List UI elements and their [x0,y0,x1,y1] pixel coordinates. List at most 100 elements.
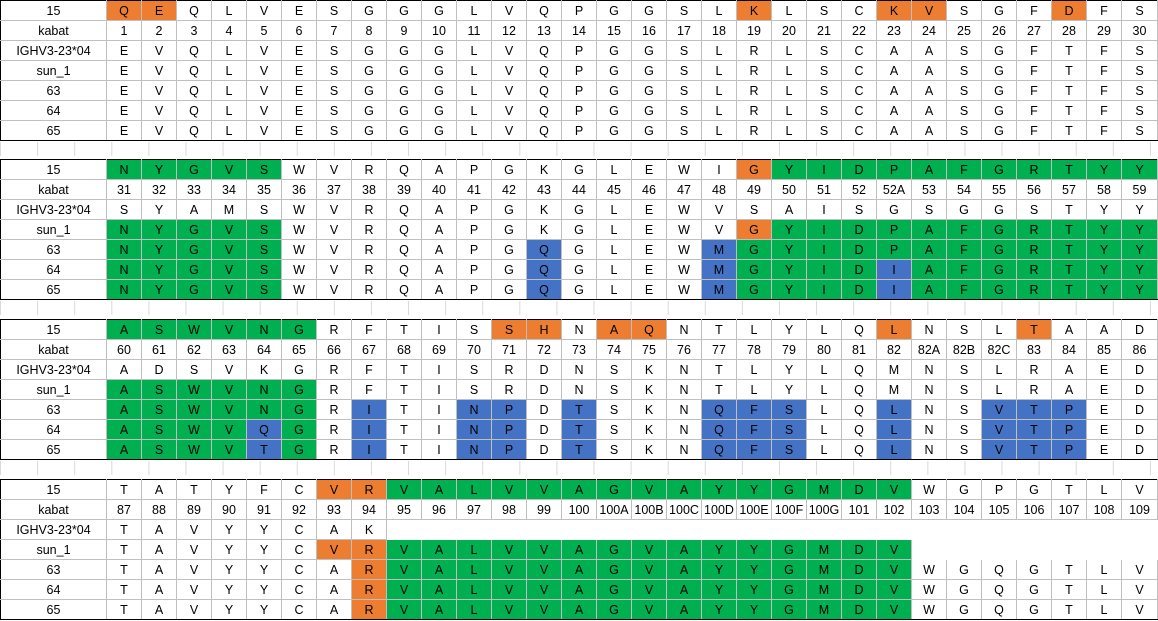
kabat-position-cell: 100D [701,499,737,520]
residue-cell: Y [736,579,772,600]
residue-cell: F [946,259,982,280]
kabat-position-cell: 95 [386,499,422,520]
residue-cell: V [211,259,247,280]
kabat-position-cell: 10 [421,20,457,41]
residue-cell: G [981,100,1017,121]
residue-cell: R [351,159,387,180]
kabat-position-cell: 106 [1016,499,1052,520]
residue-cell: F [1086,40,1122,61]
residue-cell: L [211,40,247,61]
kabat-position-cell: 49 [736,179,772,200]
residue-cell: E [106,120,142,141]
residue-cell: G [596,100,632,121]
kabat-position-cell: 44 [561,179,597,200]
residue-cell: S [1121,40,1158,61]
residue-cell: Q [176,60,212,81]
residue-cell: W [911,599,947,620]
residue-cell [526,519,562,540]
residue-cell: W [281,279,317,300]
residue-cell: V [526,479,562,500]
residue-cell: A [421,199,457,220]
residue-cell: K [631,379,667,400]
residue-cell: G [386,40,422,61]
residue-cell: S [806,60,842,81]
residue-cell: S [456,359,492,380]
residue-cell: G [771,539,807,560]
kabat-position-cell: 51 [806,179,842,200]
kabat-position-cell: 20 [771,20,807,41]
residue-cell: Q [386,219,422,240]
residue-cell: F [1016,40,1052,61]
residue-cell: T [386,319,422,340]
kabat-position-cell: 62 [176,339,212,360]
residue-cell: G [281,319,317,340]
residue-cell: I [806,259,842,280]
residue-cell: G [351,40,387,61]
residue-cell: S [806,40,842,61]
residue-cell: Q [981,559,1017,580]
row-label: 15 [0,319,107,340]
kabat-position-cell: 16 [631,20,667,41]
residue-cell: Q [981,579,1017,600]
residue-cell: C [841,120,877,141]
kabat-position-cell: 43 [526,179,562,200]
residue-cell: T [176,479,212,500]
kabat-position-cell: 102 [876,499,912,520]
kabat-position-cell: 46 [631,179,667,200]
residue-cell: Y [246,559,282,580]
row-label: 65 [0,599,107,620]
residue-cell: L [211,120,247,141]
residue-cell: Q [526,60,562,81]
residue-cell: T [561,439,597,460]
residue-cell: Y [1121,239,1158,260]
residue-cell: S [806,80,842,101]
residue-cell: A [316,579,352,600]
residue-cell: V [701,219,737,240]
residue-cell: Q [841,399,877,420]
residue-cell: E [281,60,317,81]
residue-cell: P [491,399,527,420]
residue-cell: Y [1121,279,1158,300]
residue-cell: A [106,399,142,420]
kabat-position-cell: 100G [806,499,842,520]
kabat-position-cell: 100E [736,499,772,520]
residue-cell: V [176,579,212,600]
residue-cell: V [211,219,247,240]
residue-cell: G [771,559,807,580]
kabat-position-cell: 87 [106,499,142,520]
residue-cell: R [351,239,387,260]
residue-cell: V [1121,579,1158,600]
kabat-position-cell: 2 [141,20,177,41]
residue-cell: E [1086,379,1122,400]
residue-cell: S [946,379,982,400]
residue-cell: L [771,40,807,61]
residue-cell: T [386,379,422,400]
residue-cell: P [456,239,492,260]
residue-cell: S [841,199,877,220]
residue-cell: A [106,419,142,440]
residue-cell: R [1016,219,1052,240]
residue-cell: D [841,159,877,180]
residue-cell: S [946,319,982,340]
residue-cell: G [981,219,1017,240]
residue-cell: G [596,80,632,101]
kabat-position-cell: 23 [876,20,912,41]
residue-cell: S [246,279,282,300]
kabat-position-cell: 63 [211,339,247,360]
residue-cell: V [386,479,422,500]
residue-cell: G [281,399,317,420]
residue-cell: V [526,539,562,560]
residue-cell: G [596,579,632,600]
residue-cell: S [596,399,632,420]
residue-cell: V [211,159,247,180]
residue-cell: G [1016,559,1052,580]
residue-cell: A [106,319,142,340]
residue-cell: C [281,539,317,560]
residue-cell: E [106,40,142,61]
residue-cell: W [176,319,212,340]
residue-cell: S [946,60,982,81]
residue-cell: Y [246,599,282,620]
